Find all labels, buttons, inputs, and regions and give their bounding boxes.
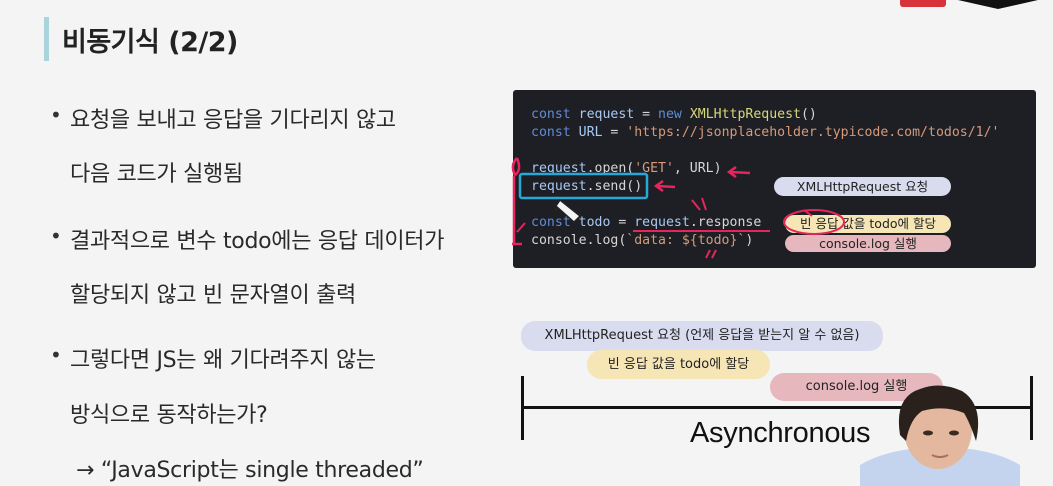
- sub-bullet: → “JavaScript는 single threaded”: [76, 458, 424, 483]
- timeline-xhr: XMLHttpRequest 요청 (언제 응답을 받는지 알 수 없음): [521, 321, 883, 351]
- timeline-assign: 빈 응답 값을 todo에 할당: [587, 350, 770, 379]
- slide-title: 비동기식 (2/2): [62, 27, 238, 58]
- timeline-end-tick: [1030, 376, 1033, 440]
- corner-logo: [958, 0, 1038, 9]
- bullet-dot-3: •: [50, 343, 62, 367]
- code-panel: const request = new XMLHttpRequest() con…: [513, 90, 1036, 268]
- code-line-6: console.log(`data: ${todo}`): [531, 233, 754, 248]
- live-badge: [900, 0, 946, 7]
- bullet-1-line-2: 다음 코드가 실행됨: [70, 162, 243, 187]
- code-line-4: request.send(): [531, 179, 643, 194]
- bullet-3-line-2: 방식으로 동작하는가?: [70, 403, 268, 428]
- bullet-2-line-2: 할당되지 않고 빈 문자열이 출력: [70, 283, 356, 308]
- code-line-1: const request = new XMLHttpRequest(): [531, 107, 817, 122]
- bullet-3-line-1: 그렇다면 JS는 왜 기다려주지 않는: [70, 348, 376, 373]
- title-accent-bar: [44, 17, 49, 61]
- code-label-xhr: XMLHttpRequest 요청: [774, 177, 951, 196]
- code-line-2: const URL = 'https://jsonplaceholder.typ…: [531, 125, 1000, 140]
- bullet-1-line-1: 요청을 보내고 응답을 기다리지 않고: [70, 108, 396, 133]
- timeline-log: console.log 실행: [770, 373, 943, 401]
- code-line-5: const todo = request.response: [531, 215, 762, 230]
- bullet-2-line-1: 결과적으로 변수 todo에는 응답 데이터가: [70, 229, 445, 254]
- code-line-3: request.open('GET', URL): [531, 161, 722, 176]
- presenter-webcam: [860, 385, 1020, 486]
- timeline-axis: [522, 406, 1032, 409]
- code-label-assign: 빈 응답 값을 todo에 할당: [785, 215, 951, 233]
- code-label-log: console.log 실행: [785, 235, 951, 252]
- bullet-dot-1: •: [50, 103, 62, 127]
- timeline-label: Asynchronous: [690, 417, 871, 449]
- bullet-dot-2: •: [50, 224, 62, 248]
